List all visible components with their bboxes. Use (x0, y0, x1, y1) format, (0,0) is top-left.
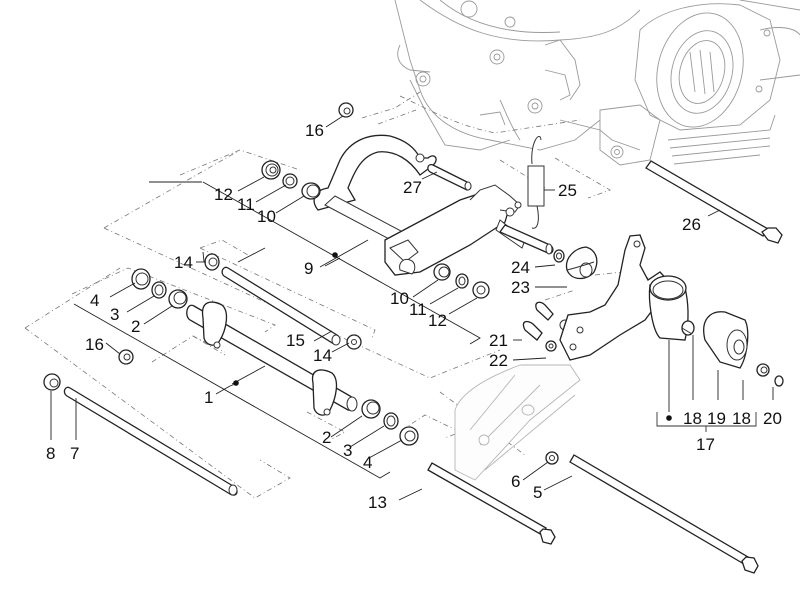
callout-25: 25 (558, 181, 577, 200)
callout-2-right: 2 (322, 428, 331, 447)
cap-nut-part-8 (43, 373, 61, 391)
bracket-17-grouping (656, 412, 757, 432)
callout-17: 17 (696, 435, 715, 454)
callout-5: 5 (533, 483, 542, 502)
damper-part-23 (565, 246, 598, 280)
callout-14-upper: 14 (174, 253, 193, 272)
callout-18-right: 18 (732, 409, 751, 428)
bearing-part-3-right (383, 412, 399, 430)
callout-11-upper: 11 (237, 195, 255, 214)
bush-part-2-right (361, 399, 381, 419)
callout-8: 8 (46, 444, 55, 463)
bush-part-10-lower (433, 263, 451, 281)
callout-14-lower: 14 (313, 346, 332, 365)
nut-part-16-upper (338, 102, 354, 118)
callout-4-left: 4 (90, 291, 99, 310)
assembly-dot-9 (332, 252, 338, 258)
swing-arm-part-9 (313, 134, 526, 276)
swing-arm-shaft (499, 224, 554, 255)
callout-18-left: 18 (683, 409, 702, 428)
pivot-tube-part-1 (186, 301, 358, 416)
bush-part-10-upper (301, 182, 321, 200)
assembly-dot-17 (666, 415, 672, 421)
callout-10-lower: 10 (390, 289, 409, 308)
seal-part-12-upper (261, 160, 281, 180)
callout-6: 6 (511, 472, 520, 491)
callout-3-left: 3 (110, 305, 119, 324)
tube-part-15 (221, 266, 341, 346)
bush-part-2-left (168, 289, 188, 309)
callout-12-upper: 12 (214, 185, 233, 204)
bolt-part-26 (645, 160, 783, 244)
silentblock-part-19 (703, 311, 749, 369)
callout-23: 23 (511, 278, 530, 297)
callout-13: 13 (368, 493, 387, 512)
engine-crankcase (394, 0, 800, 166)
callout-10-upper: 10 (257, 207, 276, 226)
spring-part-25 (527, 135, 545, 229)
spacer-part-14-lower (346, 334, 362, 350)
bush-part-18-right (756, 363, 770, 377)
bearing-part-11-lower (455, 273, 469, 289)
callout-21: 21 (489, 331, 508, 350)
leader-lines (50, 115, 774, 501)
circlip-part-20 (774, 375, 784, 387)
callout-26: 26 (682, 215, 701, 234)
bolt-part-5 (569, 454, 759, 574)
assembly-dots (233, 252, 672, 421)
callout-24: 24 (511, 258, 530, 277)
washer-part-6 (545, 451, 559, 465)
assembly-group-outlines (24, 91, 661, 499)
seal-part-4-right (399, 426, 419, 446)
bolt-part-21-lower (522, 320, 543, 341)
bearing-part-11-upper (282, 173, 298, 189)
callout-3-right: 3 (343, 441, 352, 460)
callout-12-lower: 12 (428, 311, 447, 330)
callout-16-upper: 16 (305, 121, 324, 140)
callout-4-right: 4 (363, 453, 372, 472)
callout-labels: 16 12 11 10 27 25 26 14 9 24 23 4 3 2 10… (46, 121, 782, 512)
callout-1: 1 (204, 388, 213, 407)
callout-27: 27 (403, 178, 422, 197)
callout-11-lower: 11 (409, 300, 427, 319)
bush-part-18-left (681, 320, 695, 336)
callout-7: 7 (70, 444, 79, 463)
bolt-part-13 (427, 462, 556, 545)
assembly-dot-1 (233, 380, 239, 386)
callout-19: 19 (707, 409, 726, 428)
nut-part-16-lower (118, 349, 134, 365)
washer-part-22 (545, 340, 557, 352)
washer-part-24 (553, 249, 565, 263)
callout-16-lower: 16 (85, 335, 104, 354)
bearing-part-3-left (151, 281, 167, 299)
seal-part-12-lower (472, 281, 490, 299)
engine-mount-bracket-part-17 (559, 234, 689, 361)
pin-part-27 (427, 163, 472, 191)
callout-2-left: 2 (131, 317, 140, 336)
pin-part-7 (63, 386, 238, 496)
seal-part-4-left (131, 268, 151, 290)
callout-22: 22 (489, 351, 508, 370)
callout-20: 20 (763, 409, 782, 428)
spacer-part-14-upper (204, 253, 220, 271)
callout-15: 15 (286, 331, 305, 350)
center-stand-bracket (454, 364, 581, 481)
callout-9: 9 (304, 259, 313, 278)
